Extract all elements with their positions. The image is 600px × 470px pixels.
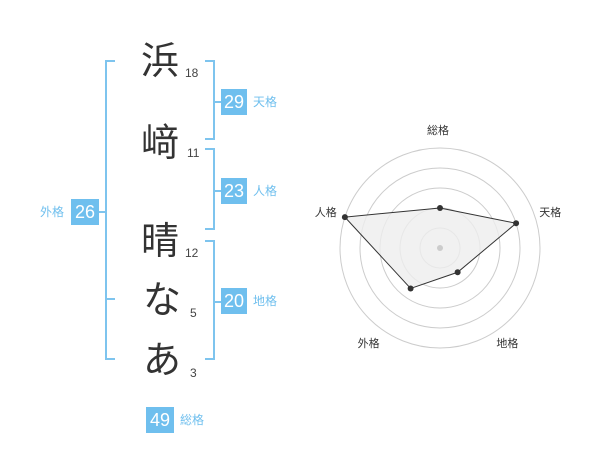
radar-axis-label-5: 人格 xyxy=(314,205,337,219)
jinkaku-label: 人格 xyxy=(253,184,278,198)
stroke-count-4: 5 xyxy=(190,306,197,320)
radar-point-2 xyxy=(513,220,520,227)
gaikaku-badge: 26 xyxy=(71,199,99,225)
radar-point-5 xyxy=(341,214,348,221)
radar-ring-5 xyxy=(339,147,541,349)
tenkaku-badge: 29 xyxy=(221,89,247,115)
tenkaku-label: 天格 xyxy=(253,95,278,109)
gaikaku-bracket-divider xyxy=(105,298,115,300)
name-char-4: な xyxy=(143,278,182,322)
radar-polygon xyxy=(343,207,518,290)
chikaku-label: 地格 xyxy=(253,294,278,308)
jinkaku-bracket xyxy=(205,148,215,230)
gaikaku-label: 外格 xyxy=(40,205,65,219)
stroke-count-2: 11 xyxy=(187,146,200,160)
stroke-count-3: 12 xyxy=(185,246,199,260)
radar-point-1 xyxy=(437,205,443,211)
name-char-2: 﨑 xyxy=(141,121,180,165)
soukaku-badge: 49 xyxy=(146,407,174,433)
tenkaku-connector xyxy=(213,101,221,103)
radar-ring-4 xyxy=(359,167,521,329)
stroke-count-1: 18 xyxy=(185,66,199,80)
radar-axis-label-4: 外格 xyxy=(357,337,380,351)
radar-axis-label-1: 総格 xyxy=(427,124,449,137)
radar-point-4 xyxy=(407,285,414,292)
chikaku-badge: 20 xyxy=(221,288,247,314)
tenkaku-bracket xyxy=(205,60,215,140)
jinkaku-connector xyxy=(213,190,221,192)
gaikaku-bracket xyxy=(105,60,115,360)
name-char-3: 晴 xyxy=(141,219,180,263)
radar-point-3 xyxy=(454,269,461,276)
gaikaku-connector xyxy=(99,211,107,213)
chikaku-connector xyxy=(213,301,221,303)
jinkaku-badge: 23 xyxy=(221,178,247,204)
radar-axis-label-3: 地格 xyxy=(496,337,519,351)
name-char-5: あ xyxy=(143,338,182,382)
chikaku-bracket xyxy=(205,240,215,360)
name-char-1: 浜 xyxy=(141,39,180,83)
radar-center-dot xyxy=(437,245,443,251)
radar-axis-label-2: 天格 xyxy=(539,205,562,219)
stroke-count-5: 3 xyxy=(190,366,197,380)
soukaku-label: 総格 xyxy=(180,413,205,427)
